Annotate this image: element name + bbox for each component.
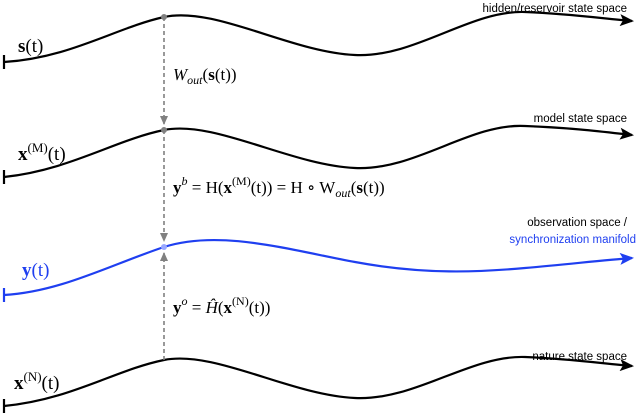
nature-state-curve [2,355,634,413]
nature-state-symbol: x(N)(t) [14,369,59,394]
hidden-state-symbol: s(t) [18,36,43,57]
nature-space-label: nature state space [532,351,627,363]
observation-symbol: y(t) [22,260,49,281]
model-intersection-dot [161,127,167,133]
hidden-state-curve [2,10,634,69]
readout-equation: Wout(s(t)) [173,65,237,87]
observation-intersection-dot [161,244,167,250]
true-observation-equation: yo = Ĥ(x(N)(t)) [173,294,270,317]
model-state-curve [2,124,634,184]
model-state-symbol: x(M)(t) [18,140,66,165]
model-space-label: model state space [534,113,627,125]
observation-space-label: observation space / [527,217,628,229]
synchronization-manifold-label: synchronization manifold [509,234,636,246]
observation-curve [2,238,634,302]
hidden-intersection-dot [161,14,167,20]
hidden-space-label: hidden/reservoir state space [483,3,627,15]
background-observation-equation: yb = H(x(M)(t)) = H ∘ Wout(s(t)) [173,174,385,200]
